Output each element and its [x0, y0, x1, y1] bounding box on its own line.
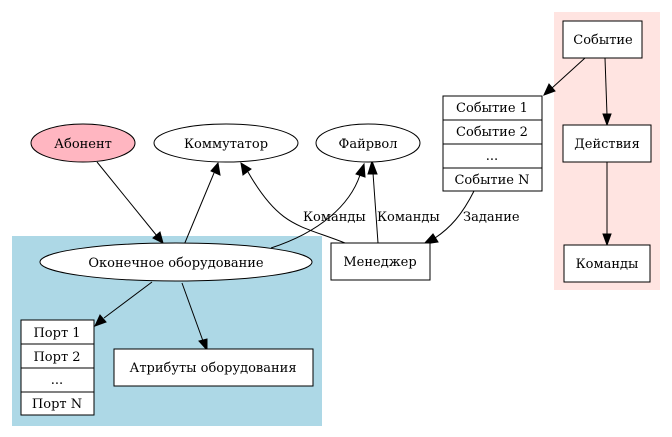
node-commands[interactable]: Команды	[563, 244, 651, 283]
edge-manager-to-firewall	[372, 172, 379, 244]
edge-manager-to-switch	[247, 171, 346, 244]
arrowhead	[367, 159, 378, 175]
arrowhead	[602, 233, 612, 247]
edge-event-to-actions	[604, 57, 608, 116]
port-field: Порт N	[32, 397, 82, 412]
port-field: ...	[51, 373, 63, 388]
edge-equipment-to-ports	[103, 281, 153, 319]
node-equipment-attributes-label: Атрибуты оборудования	[129, 361, 296, 376]
edge-equipment-to-firewall	[270, 174, 361, 249]
edge-equipment-to-switch	[183, 172, 215, 246]
node-switch-label: Коммутатор	[184, 137, 268, 152]
arrowhead	[152, 231, 164, 244]
node-subscriber[interactable]: Абонент	[30, 123, 136, 163]
node-terminal-equipment-label: Оконечное оборудование	[88, 256, 264, 271]
event-field: Событие N	[454, 173, 529, 188]
node-event-label: Событие	[573, 33, 633, 48]
node-firewall-label: Файрвол	[339, 137, 398, 152]
node-events-record[interactable]: Событие 1 Событие 2 ... Событие N	[442, 95, 543, 192]
node-equipment-attributes[interactable]: Атрибуты оборудования	[113, 348, 314, 387]
node-switch[interactable]: Коммутатор	[153, 123, 299, 163]
edge-subscriber-to-equipment	[96, 161, 158, 237]
event-field: ...	[486, 149, 498, 164]
node-manager-label: Менеджер	[343, 255, 416, 270]
node-terminal-equipment[interactable]: Оконечное оборудование	[39, 242, 313, 282]
port-field: Порт 2	[33, 350, 80, 365]
node-manager[interactable]: Менеджер	[330, 242, 431, 281]
edge-event-to-events-list	[551, 57, 586, 89]
node-firewall[interactable]: Файрвол	[315, 123, 421, 163]
node-event[interactable]: Событие	[562, 20, 643, 59]
node-subscriber-label: Абонент	[54, 137, 112, 152]
arrowhead	[355, 162, 366, 178]
port-field: Порт 1	[33, 326, 80, 341]
arrowhead	[210, 161, 221, 176]
event-field: Событие 2	[456, 125, 528, 140]
node-ports-record[interactable]: Порт 1 Порт 2 ... Порт N	[20, 319, 95, 416]
event-field: Событие 1	[456, 101, 528, 116]
arrowhead	[94, 314, 107, 327]
edge-events-to-manager	[434, 190, 475, 239]
edge-label-commands-switch: Команды	[303, 210, 366, 225]
edge-label-task: Задание	[463, 210, 520, 225]
node-actions[interactable]: Действия	[562, 124, 652, 163]
arrowhead	[198, 338, 208, 352]
arrowhead	[422, 233, 439, 245]
edge-equipment-to-attributes	[181, 282, 204, 342]
edge-label-commands-firewall: Команды	[377, 210, 440, 225]
node-commands-label: Команды	[576, 257, 639, 272]
arrowhead	[240, 162, 252, 176]
node-actions-label: Действия	[574, 137, 640, 152]
arrowhead	[602, 113, 612, 127]
arrowhead	[543, 83, 556, 96]
